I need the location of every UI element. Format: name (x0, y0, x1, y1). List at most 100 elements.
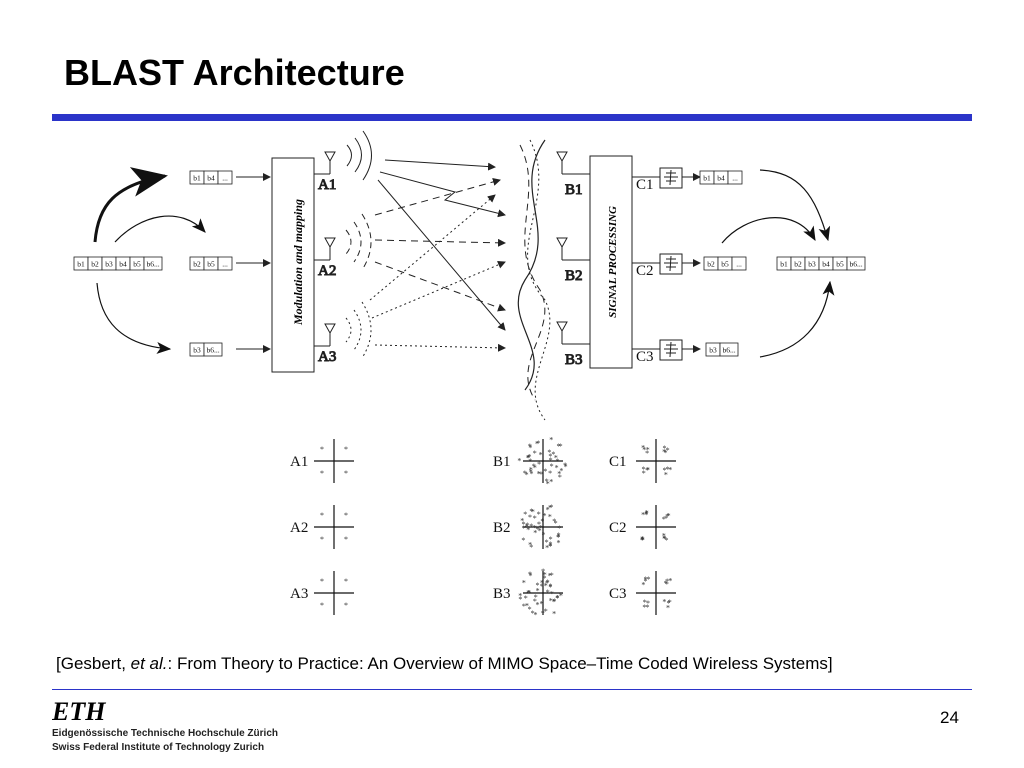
constellation-point: * (522, 602, 526, 611)
antenna-icon (556, 321, 568, 333)
rx-substream-bit-label: b4 (717, 174, 725, 183)
constellation-point: * (646, 446, 650, 455)
tx-substream-bit-label: ... (222, 260, 228, 269)
constellation-point: * (548, 452, 552, 461)
constellation-point: * (563, 461, 567, 470)
constellation-point: * (646, 599, 650, 608)
output-bit-label: b3 (808, 260, 816, 269)
constellation-point: * (344, 535, 348, 544)
output-bit-cell (846, 256, 866, 271)
merge-arrows (721, 169, 835, 358)
constellation-point: * (559, 442, 563, 451)
page-number: 24 (940, 708, 959, 727)
constellation-point: * (557, 531, 561, 540)
constellation-point: * (549, 582, 553, 591)
constellation-point: * (533, 514, 537, 523)
constellation-point: * (534, 593, 538, 602)
constellation-point: * (544, 581, 548, 590)
constellation-point: * (536, 586, 540, 595)
constellation-point: * (543, 571, 547, 580)
constellation-label: C3 (609, 586, 627, 602)
constellation-point: * (535, 440, 539, 449)
constellation-point: * (535, 581, 539, 590)
constellation-point: * (521, 536, 525, 545)
modulation-label: Modulation and mapping (291, 199, 305, 326)
antenna-icon (324, 323, 336, 335)
constellation-point: * (525, 471, 529, 480)
detector-output-label: C2 (636, 263, 654, 279)
constellation-point: * (534, 610, 538, 619)
constellation-point: * (528, 443, 532, 452)
input-bit-label: b2 (91, 260, 99, 269)
tx-substream-bit-label: b2 (193, 260, 201, 269)
constellation-point: * (517, 456, 521, 465)
constellation-point: * (557, 469, 561, 478)
constellation-point: * (552, 597, 556, 606)
tx-substream-bit-label: b1 (193, 174, 201, 183)
constellation-point: * (528, 442, 532, 451)
constellation-point: * (642, 446, 646, 455)
citation: [Gesbert, et al.: From Theory to Practic… (56, 654, 833, 674)
antenna-icon (556, 151, 568, 163)
constellation-point: * (540, 600, 544, 609)
constellation-point: * (518, 592, 522, 601)
output-bit-label: b5 (836, 260, 844, 269)
constellation-point: * (548, 542, 552, 551)
detector-icon (659, 339, 683, 361)
channel-wave (517, 139, 551, 421)
constellation-point: * (555, 594, 559, 603)
constellation-point: * (536, 439, 540, 448)
constellation-point: * (643, 577, 647, 586)
constellation-point: * (552, 597, 556, 606)
constellation-point: * (549, 456, 553, 465)
constellation-point: * (645, 466, 649, 475)
constellation-point: * (664, 514, 668, 523)
input-bit-label: b3 (105, 260, 113, 269)
constellation-point: * (529, 467, 533, 476)
constellation-point: * (540, 517, 544, 526)
constellation-point: * (665, 536, 669, 545)
constellation-point: * (528, 540, 532, 549)
split-arrow-bottom (96, 282, 172, 354)
constellation-label: A2 (290, 520, 308, 536)
tx-substream-bit-label: b5 (207, 260, 215, 269)
constellation-point: * (549, 535, 553, 544)
constellation-point: * (542, 512, 546, 521)
rx-substream-bit-label: b5 (721, 260, 729, 269)
constellation-point: * (662, 466, 666, 475)
constellation-point: * (564, 463, 568, 472)
constellation-point: * (541, 567, 545, 576)
constellation-point: * (666, 446, 670, 455)
mod-input-arrows (236, 173, 271, 353)
constellation-point: * (344, 511, 348, 520)
constellation-point: * (537, 460, 541, 469)
constellation-point: * (556, 539, 560, 548)
constellation-point: * (320, 535, 324, 544)
constellation-point: * (524, 594, 528, 603)
constellation-point: * (665, 580, 669, 589)
constellation-point: * (549, 540, 553, 549)
constellation-point: * (662, 534, 666, 543)
constellation-point: * (548, 542, 552, 551)
tx-substream-bit-cell (203, 342, 223, 357)
constellation-point: * (662, 444, 666, 453)
constellation-point: * (548, 512, 552, 521)
constellation-point: * (664, 470, 668, 479)
detector-icon (659, 253, 683, 275)
rx-substream-bit-cell (719, 342, 739, 357)
constellation-point: * (556, 442, 560, 451)
constellation-point: * (559, 466, 563, 475)
constellation-point: * (646, 575, 650, 584)
constellation-point: * (548, 504, 552, 513)
constellation-point: * (641, 535, 645, 544)
rx-substream-bit-label: b3 (709, 346, 717, 355)
eth-logo: ETH (52, 698, 106, 724)
output-bit-label: b1 (780, 260, 788, 269)
constellation-point: * (344, 577, 348, 586)
constellation-label: B1 (493, 454, 511, 470)
output-bit-label: b4 (822, 260, 830, 269)
constellation-point: * (550, 462, 554, 471)
constellation-point: * (558, 473, 562, 482)
constellation-point: * (644, 509, 648, 518)
